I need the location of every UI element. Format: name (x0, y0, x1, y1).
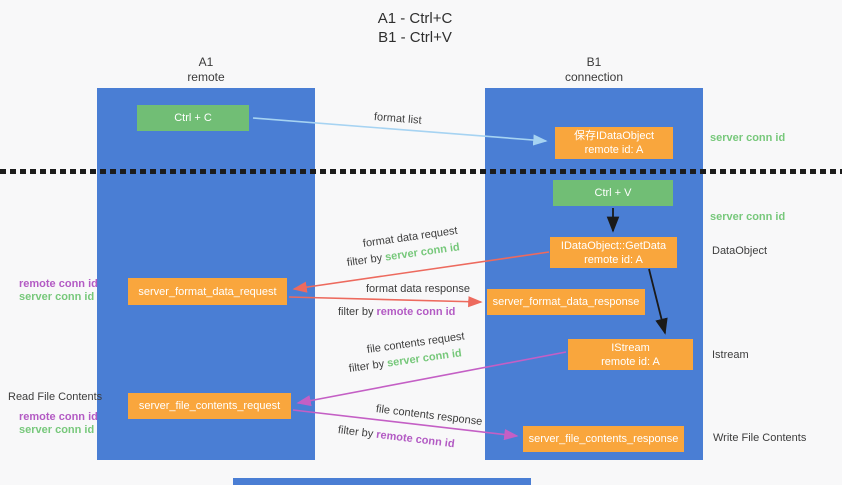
server-format-data-request-label: server_format_data_request (138, 285, 277, 298)
annotation-format-conn-ids: remote conn id server conn id (19, 278, 98, 304)
title-line-2: B1 - Ctrl+V (378, 29, 452, 46)
istream-line2: remote id: A (601, 355, 660, 368)
getdata-box: IDataObject::GetData remote id: A (550, 237, 677, 268)
save-dataobject-box: 保存IDataObject remote id: A (555, 127, 673, 159)
arrow-getdata-to-istream (648, 268, 668, 335)
remote-conn-id-text: remote conn id (19, 278, 98, 290)
istream-line1: IStream (611, 341, 650, 354)
diagram-title: A1 - Ctrl+C B1 - Ctrl+V (290, 9, 540, 47)
server-format-data-request-box: server_format_data_request (128, 278, 287, 305)
annotation-server-conn-id-top: server conn id (710, 132, 786, 144)
remote-conn-id-text: remote conn id (19, 411, 98, 423)
server-format-data-response-box: server_format_data_response (487, 289, 645, 315)
ctrl-v-label: Ctrl + V (594, 187, 632, 199)
server-format-data-response-label: server_format_data_response (492, 296, 640, 308)
dotted-divider-line (0, 169, 842, 174)
column-a1-role: remote (187, 70, 225, 84)
getdata-line2: remote id: A (584, 253, 643, 266)
filter-by-text: filter by (338, 306, 374, 318)
getdata-line1: IDataObject::GetData (560, 239, 667, 252)
server-file-contents-response-label: server_file_contents_response (528, 433, 679, 445)
column-header-a1: A1 remote (97, 55, 315, 85)
save-dataobject-line1: 保存IDataObject (573, 130, 655, 142)
arrow-format-data-request (292, 251, 550, 293)
save-dataobject-line2: remote id: A (584, 144, 644, 156)
istream-box: IStream remote id: A (568, 339, 693, 370)
server-conn-id-text: server conn id (19, 424, 95, 436)
annotation-write-file-contents: Write File Contents (713, 432, 807, 444)
annotation-istream: Istream (712, 349, 749, 361)
server-conn-id-text: server conn id (19, 291, 95, 303)
ctrl-v-box: Ctrl + V (553, 180, 673, 206)
annotation-server-conn-id-mid: server conn id (710, 211, 786, 223)
server-file-contents-request-label: server_file_contents_request (138, 400, 281, 412)
arrow-file-contents-response (292, 409, 519, 441)
annotation-file-conn-ids: remote conn id server conn id (19, 411, 98, 437)
label-filter-by-remote-1: filter by remote conn id (338, 306, 455, 318)
ctrl-c-label: Ctrl + C (174, 112, 212, 124)
remote-conn-id-text: remote conn id (376, 306, 456, 318)
arrow-file-contents-request (296, 351, 567, 407)
arrow-format-data-response (288, 296, 483, 308)
column-a1-id: A1 (198, 55, 214, 69)
column-b1-role: connection (564, 70, 624, 84)
column-b1-id: B1 (586, 55, 602, 69)
bottom-blue-strip (233, 478, 531, 485)
annotation-read-file-contents: Read File Contents (8, 391, 103, 403)
server-file-contents-response-box: server_file_contents_response (523, 426, 684, 452)
server-file-contents-request-box: server_file_contents_request (128, 393, 291, 419)
annotation-dataobject: DataObject (712, 245, 768, 257)
arrow-format-list (252, 117, 548, 146)
column-header-b1: B1 connection (485, 55, 703, 85)
ctrl-c-box: Ctrl + C (137, 105, 249, 131)
title-line-1: A1 - Ctrl+C (377, 10, 453, 27)
label-format-data-response: format data response (366, 283, 470, 295)
